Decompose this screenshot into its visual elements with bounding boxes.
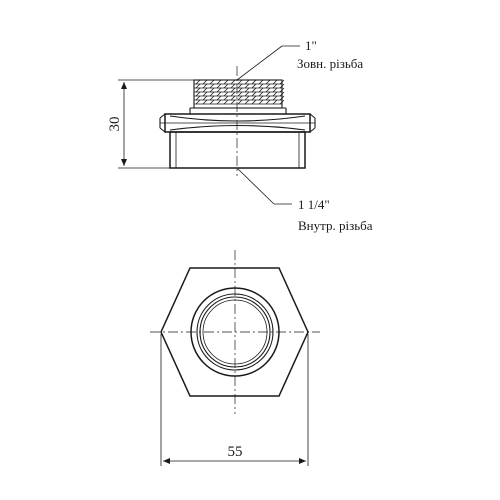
thread-hatch-stroke (258, 91, 264, 97)
thread-hatch-stroke (195, 91, 201, 97)
thread-hatch-stroke (272, 83, 278, 89)
thread-hatch-stroke (251, 87, 257, 93)
width-dimension: 55 (160, 334, 309, 466)
bottom-size-label: 1 1/4" (298, 197, 330, 212)
thread-hatch-stroke (258, 87, 264, 93)
thread-hatch-stroke (265, 79, 271, 85)
thread-hatch-stroke (237, 91, 243, 97)
thread-hatch-stroke (230, 79, 236, 85)
thread-hatch-stroke (279, 87, 285, 93)
thread-hatch-stroke (244, 83, 250, 89)
thread-hatch-stroke (251, 83, 257, 89)
thread-hatch-stroke (223, 95, 229, 101)
thread-hatch-stroke (195, 99, 201, 105)
thread-hatch-stroke (265, 83, 271, 89)
thread-hatch-stroke (272, 91, 278, 97)
thread-hatch-stroke (195, 83, 201, 89)
thread-hatch-stroke (216, 83, 222, 89)
thread-hatch-stroke (216, 79, 222, 85)
thread-hatch-stroke (237, 99, 243, 105)
thread-hatch-stroke (230, 91, 236, 97)
thread-hatch-stroke (251, 99, 257, 105)
thread-hatch-stroke (244, 99, 250, 105)
thread-hatch-stroke (202, 99, 208, 105)
thread-crests (194, 83, 282, 105)
hex-body (159, 113, 316, 133)
thread-hatch-stroke (237, 83, 243, 89)
width-dimension-value: 55 (228, 444, 243, 460)
thread-hatch-stroke (230, 99, 236, 105)
thread-hatch-stroke (230, 95, 236, 101)
thread-hatch-stroke (216, 91, 222, 97)
thread-hatch-stroke (237, 87, 243, 93)
thread-hatch-stroke (272, 87, 278, 93)
thread-hatch-stroke (209, 91, 215, 97)
body-outline (169, 131, 306, 169)
thread-leader: 1" Зовн. різьба (236, 38, 363, 81)
thread-hatch-stroke (202, 87, 208, 93)
thread-hatch-stroke (251, 91, 257, 97)
thread-hatch-stroke (223, 79, 229, 85)
height-dimension-value: 30 (107, 117, 123, 132)
thread-hatch-stroke (202, 83, 208, 89)
thread-hatch-stroke (223, 99, 229, 105)
thread-hatch-stroke (223, 91, 229, 97)
thread-hatch-stroke (265, 99, 271, 105)
thread-hatch-stroke (251, 95, 257, 101)
female-body (169, 131, 306, 169)
thread-hatch-stroke (216, 99, 222, 105)
thread-hatch-stroke (279, 79, 285, 85)
thread-hatch-stroke (216, 95, 222, 101)
thread-type-label: Зовн. різьба (297, 56, 363, 71)
thread-hatch-stroke (209, 99, 215, 105)
thread-hatch-stroke (279, 99, 285, 105)
thread-hatch-stroke (209, 79, 215, 85)
thread-hatch-stroke (216, 87, 222, 93)
thread-hatch-stroke (258, 95, 264, 101)
thread-hatch-stroke (202, 91, 208, 97)
thread-hatch-stroke (202, 95, 208, 101)
thread-hatch-stroke (237, 79, 243, 85)
thread-size-label: 1" (305, 38, 317, 53)
thread-hatch-stroke (244, 95, 250, 101)
height-dimension: 30 (107, 79, 194, 169)
thread-hatch-stroke (258, 83, 264, 89)
thread-hatch-stroke (223, 87, 229, 93)
thread-hatch-stroke (272, 99, 278, 105)
thread-hatch-stroke (195, 87, 201, 93)
thread-hatch-stroke (265, 91, 271, 97)
hexagon-outline (160, 267, 309, 397)
thread-hatch-stroke (279, 95, 285, 101)
thread-hatch-stroke (251, 79, 257, 85)
thread-hatch-stroke (195, 79, 201, 85)
thread-hatching (195, 79, 285, 105)
thread-hatch-stroke (230, 83, 236, 89)
thread-hatch-stroke (195, 95, 201, 101)
thread-hatch-stroke (272, 79, 278, 85)
thread-hatch-stroke (265, 95, 271, 101)
plan-view: 55 (150, 250, 320, 466)
thread-hatch-stroke (258, 79, 264, 85)
thread-hatch-stroke (265, 87, 271, 93)
thread-hatch-stroke (209, 83, 215, 89)
thread-hatch-stroke (258, 99, 264, 105)
thread-hatch-stroke (230, 87, 236, 93)
thread-hatch-stroke (202, 79, 208, 85)
thread-hatch-stroke (223, 83, 229, 89)
external-thread (189, 79, 287, 114)
thread-hatch-stroke (272, 95, 278, 101)
thread-hatch-stroke (279, 91, 285, 97)
bottom-type-label: Внутр. різьба (298, 218, 373, 233)
thread-hatch-stroke (209, 95, 215, 101)
thread-hatch-stroke (244, 91, 250, 97)
side-view: 30 1" Зовн. різьба 1 1/4" Внутр. різьба (107, 38, 373, 233)
bottom-leader: 1 1/4" Внутр. різьба (236, 167, 373, 233)
thread-hatch-stroke (244, 79, 250, 85)
thread-hatch-stroke (244, 87, 250, 93)
thread-hatch-stroke (237, 95, 243, 101)
thread-hatch-stroke (279, 83, 285, 89)
thread-hatch-stroke (209, 87, 215, 93)
